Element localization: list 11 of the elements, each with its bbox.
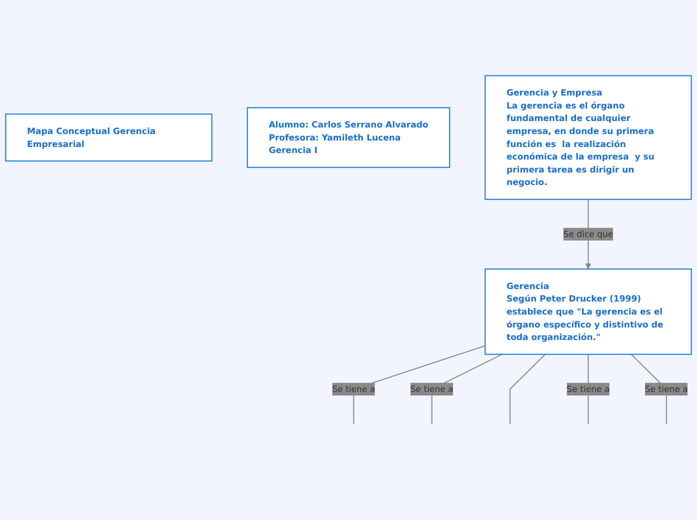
edge-label: Se tiene a — [566, 384, 610, 394]
edge-label: Se tiene a — [410, 384, 454, 394]
node-box: Gerencia y Empresa La gerencia es el órgano fundamental de cualquier empresa, en donde su primera función es la realización económica de la empresa y su primera tarea es dirigir un negocio. — [484, 74, 692, 200]
edge-label: Se tiene a — [644, 384, 688, 394]
node-box: Mapa Conceptual Gerencia Empresarial — [5, 113, 212, 162]
connector — [353, 344, 486, 424]
edge-label: Se dice que — [563, 228, 614, 239]
edge-label: Se tiene a — [332, 384, 376, 394]
node-box: Gerencia Según Peter Drucker (1999) establece que "La gerencia es el órgano específico y distintivo de toda organización." — [484, 268, 692, 354]
node-box: Alumno: Carlos Serrano Alvarado Profesora: Yamileth Lucena Gerencia I — [246, 106, 450, 168]
connector — [510, 353, 546, 424]
